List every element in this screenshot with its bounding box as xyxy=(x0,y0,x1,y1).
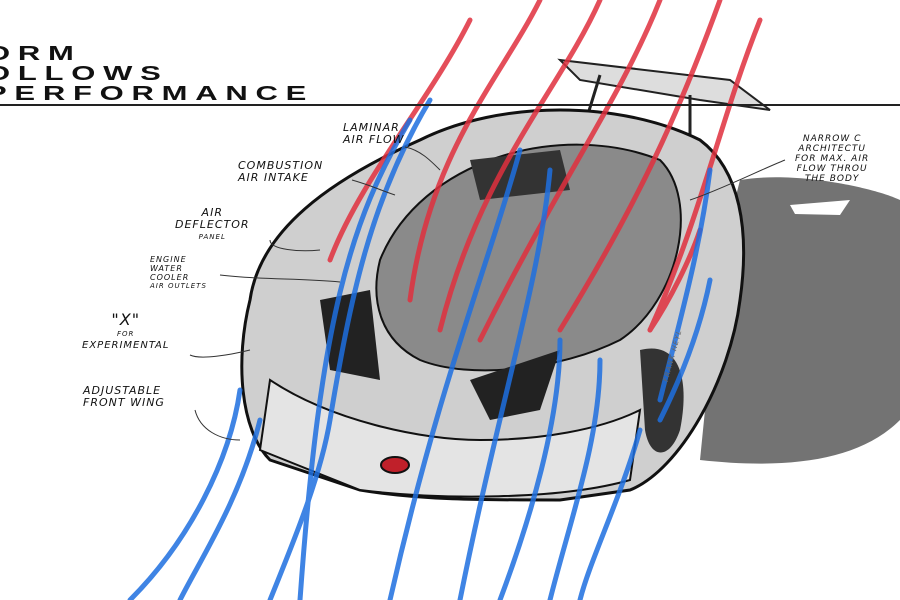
annotation-air-deflector-panel: AIR DEFLECTOR PANEL xyxy=(175,207,250,243)
annotation-text: ENGINE xyxy=(150,255,187,264)
annotation-text: COMBUSTION xyxy=(238,159,324,172)
front-badge xyxy=(380,456,410,474)
annotation-text: AIR OUTLETS xyxy=(150,282,207,290)
annotation-text: ADJUSTABLE xyxy=(83,384,162,397)
annotation-text: THE BODY xyxy=(804,174,860,184)
annotation-text: LAMINAR xyxy=(343,121,400,134)
car-shadow xyxy=(700,177,900,464)
annotation-text: COOLER xyxy=(150,273,190,282)
annotation-x-for-experimental: "X" FOR EXPERIMENTAL xyxy=(82,312,169,352)
headline-line: PERFORMANCE xyxy=(0,83,315,105)
annotation-text: WATER xyxy=(150,264,183,273)
annotation-text: NARROW C xyxy=(802,134,862,144)
annotation-combustion-air-intake: COMBUSTION AIR INTAKE xyxy=(238,160,323,184)
annotation-text: DEFLECTOR xyxy=(175,218,250,231)
annotation-text: AIR INTAKE xyxy=(238,171,309,184)
headline-line: ORM xyxy=(0,43,82,65)
annotation-text: FRONT WING xyxy=(83,396,165,409)
blue-airflow-lines xyxy=(127,97,713,600)
annotation-text: FLOW THROU xyxy=(796,164,868,174)
headline: ORM OLLOWS PERFORMANCE xyxy=(0,44,314,104)
annotation-text: FOR xyxy=(117,330,135,338)
annotation-text: AIR FLOW xyxy=(343,133,405,146)
headline-line: OLLOWS xyxy=(0,63,169,85)
annotation-narrow-architecture: NARROW C ARCHITECTU FOR MAX. AIR FLOW TH… xyxy=(795,134,869,184)
annotation-text: EXPERIMENTAL xyxy=(82,340,170,351)
annotation-text: FOR MAX. AIR xyxy=(795,154,870,164)
annotation-engine-water-cooler: ENGINE WATER COOLER AIR OUTLETS xyxy=(150,255,207,291)
annotation-text: PANEL xyxy=(198,233,226,241)
annotation-leader-lines xyxy=(189,146,786,441)
annotation-adjustable-front-wing: ADJUSTABLE FRONT WING xyxy=(83,385,165,409)
headline-divider xyxy=(0,104,900,106)
annotation-text: "X" xyxy=(111,310,141,329)
annotation-text: AIR xyxy=(201,206,223,219)
annotation-laminar-air-flow: LAMINAR AIR FLOW xyxy=(343,122,405,146)
annotation-text: ARCHITECTU xyxy=(798,144,866,154)
